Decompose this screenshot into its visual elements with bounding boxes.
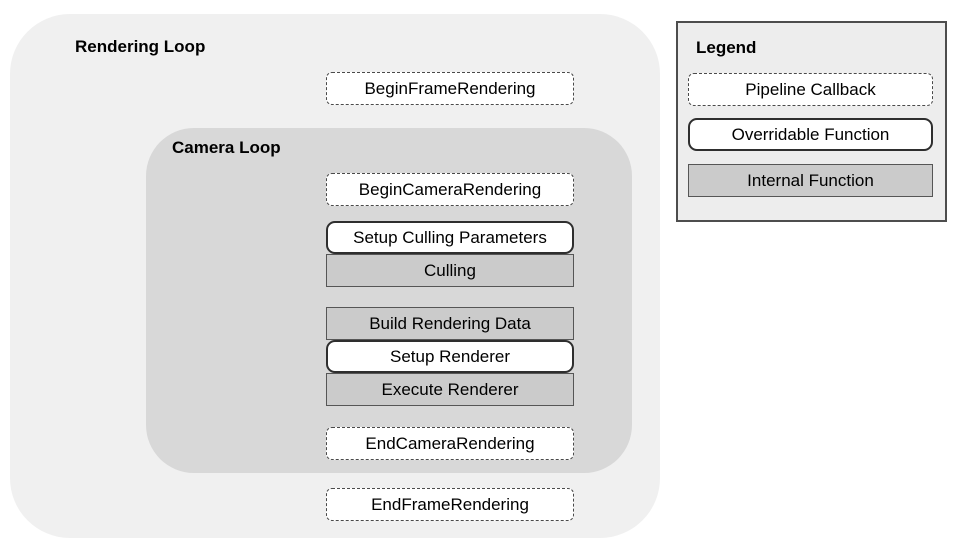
- legend-panel: Legend Pipeline Callback Overridable Fun…: [676, 21, 947, 222]
- node-culling: Culling: [326, 254, 574, 287]
- node-setup-renderer: Setup Renderer: [326, 340, 574, 373]
- legend-item-pipeline-callback: Pipeline Callback: [688, 73, 933, 106]
- node-end-camera-rendering: EndCameraRendering: [326, 427, 574, 460]
- node-build-rendering-data: Build Rendering Data: [326, 307, 574, 340]
- camera-loop-container: Camera Loop BeginCameraRendering Setup C…: [146, 128, 632, 473]
- node-setup-culling-parameters: Setup Culling Parameters: [326, 221, 574, 254]
- node-execute-renderer: Execute Renderer: [326, 373, 574, 406]
- node-begin-frame-rendering: BeginFrameRendering: [326, 72, 574, 105]
- rendering-loop-container: Rendering Loop BeginFrameRendering Camer…: [10, 14, 660, 538]
- camera-loop-title: Camera Loop: [172, 138, 281, 157]
- node-end-frame-rendering: EndFrameRendering: [326, 488, 574, 521]
- legend-item-overridable-function: Overridable Function: [688, 118, 933, 151]
- node-begin-camera-rendering: BeginCameraRendering: [326, 173, 574, 206]
- rendering-loop-title: Rendering Loop: [75, 37, 206, 56]
- legend-title: Legend: [696, 38, 757, 57]
- legend-item-internal-function: Internal Function: [688, 164, 933, 197]
